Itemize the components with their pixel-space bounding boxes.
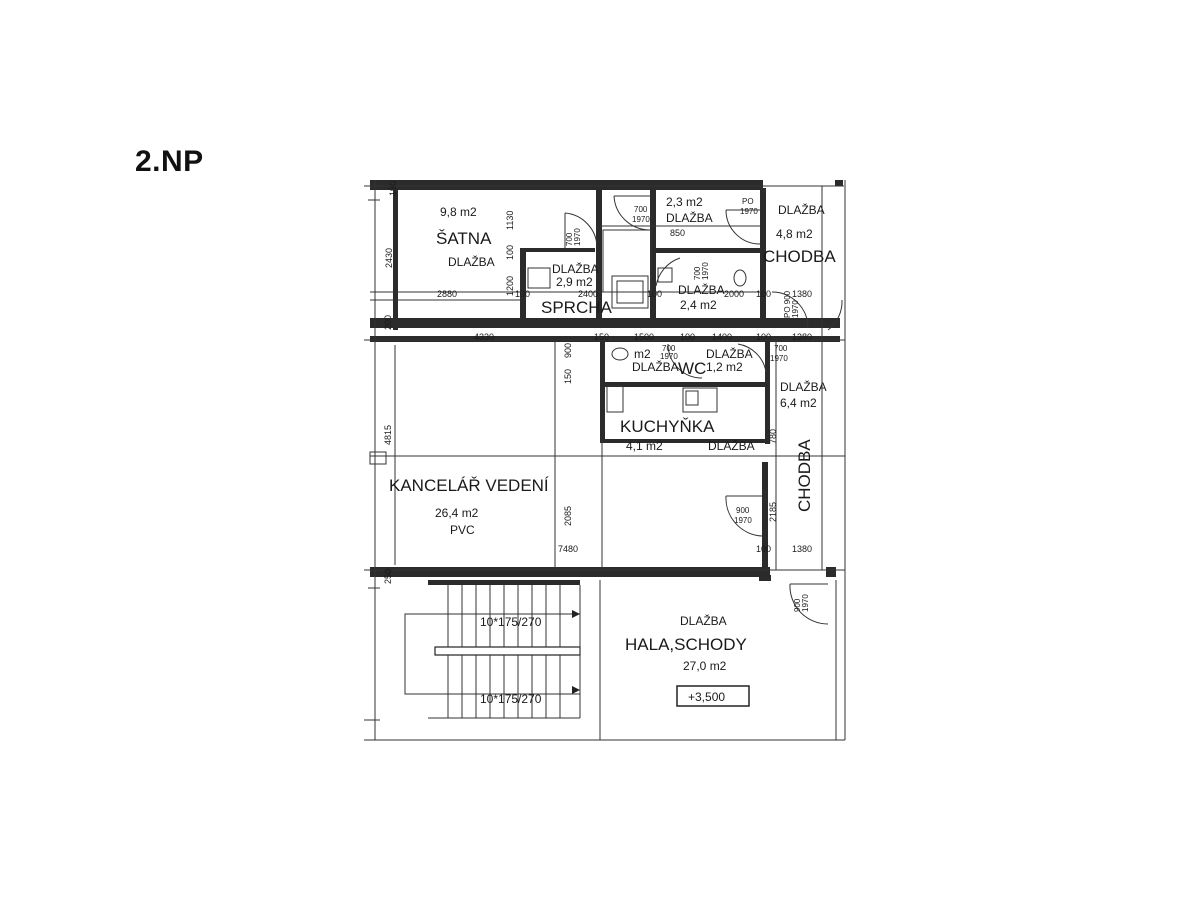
hala-floor: DLAŽBA [680,613,727,628]
stairs-lower-label: 10*175/270 [480,692,542,706]
door-8-h: 1970 [734,516,752,525]
dim-1380-c: 1380 [792,544,812,554]
door-2-h: 1970 [632,215,650,224]
dim-100-g: 100 [756,544,771,554]
dim-1400: 1400 [712,332,732,342]
chodba-top-area: 4,8 m2 [776,227,813,241]
door-6-w: 700 [662,344,676,353]
dim-2000: 2000 [724,289,744,299]
dim-2430: 2430 [384,248,394,268]
dim-7480: 7480 [558,544,578,554]
wc-floor-partial: DLAŽBA [632,359,679,374]
door-1-h: 1970 [573,228,582,246]
dim-100-c: 100 [647,289,662,299]
door-9-h: 1970 [801,594,810,612]
room-23-area: 2,3 m2 [666,195,703,209]
door-5-h: 1970 [791,300,800,318]
door-3-h: 1970 [740,207,758,216]
dim-2880: 2880 [437,289,457,299]
dim-150-b: 150 [563,369,573,384]
door-4-h: 1970 [701,262,710,280]
satna-floor: DLAŽBA [448,254,495,269]
dim-2185: 2185 [768,502,778,522]
door-2-w: 700 [634,205,648,214]
wc-name: WC [678,359,706,378]
door-7-h: 1970 [770,354,788,363]
satna-name: ŠATNA [436,229,492,248]
door-6-h: 1970 [660,352,678,361]
stairs-upper-label: 10*175/270 [480,615,542,629]
wc-floor: DLAŽBA [706,346,753,361]
dim-1500: 1500 [634,332,654,342]
dim-4330: 4330 [474,332,494,342]
satna-area: 9,8 m2 [440,205,477,219]
dim-250: 250 [383,569,393,584]
dim-1380-a: 1380 [792,289,812,299]
kancelar-floor: PVC [450,523,475,537]
door-9-w: 900 [793,598,802,612]
dim-100-a: 100 [505,245,515,260]
dim-200: 200 [383,315,393,330]
wc-area: 1,2 m2 [706,360,743,374]
kuchynka-area: 4,1 m2 [626,439,663,453]
dim-100-f: 100 [756,332,771,342]
chodba-right-name: CHODBA [795,439,814,512]
kuchynka-floor: DLAŽBA [708,438,755,453]
kancelar-name: KANCELÁŘ VEDENÍ [389,476,549,495]
dim-2085: 2085 [563,506,573,526]
dim-4815: 4815 [383,425,393,445]
door-5-w: PO 900 [783,290,792,318]
dim-100-b: 100 [515,289,530,299]
chodba-right-floor: DLAŽBA [780,379,827,394]
dim-2400: 2400 [578,289,598,299]
kuchynka-name: KUCHYŇKA [620,417,715,436]
door-7-w: 700 [774,344,788,353]
room-24-floor: DLAŽBA [678,282,725,297]
dim-850: 850 [670,228,685,238]
dim-100-e: 100 [680,332,695,342]
dim-900: 900 [563,343,573,358]
dim-780: 780 [768,429,778,444]
room-23-floor: DLAŽBA [666,210,713,225]
sprcha-area: 2,9 m2 [556,275,593,289]
chodba-right-area: 6,4 m2 [780,396,817,410]
dim-1200: 1200 [505,276,515,296]
sprcha-name: SPRCHA [541,298,613,317]
walls [370,180,843,585]
fixtures [369,267,747,465]
dim-1130: 1130 [505,211,515,230]
door-1-w: 700 [565,232,574,246]
chodba-top-floor: DLAŽBA [778,202,825,217]
floor-label: 2.NP [135,145,204,178]
hala-name: HALA,SCHODY [625,635,747,654]
staircase [404,580,601,740]
door-swings [564,189,843,625]
hala-level: +3,500 [688,690,725,704]
dim-190: 190 [388,181,398,196]
chodba-top-name: CHODBA [763,247,836,266]
thin-lines [364,180,846,741]
dim-1380-b: 1380 [792,332,812,342]
kancelar-area: 26,4 m2 [435,506,479,520]
door-8-w: 900 [736,506,750,515]
wc-area-partial: m2 [634,347,651,361]
dim-150-a: 150 [594,332,609,342]
door-4-w: 700 [693,266,702,280]
room-24-area: 2,4 m2 [680,298,717,312]
hala-area: 27,0 m2 [683,659,727,673]
level-marker-box [676,685,750,707]
dim-100-d: 100 [756,289,771,299]
door-3-w: PO [742,197,754,206]
sprcha-floor: DLAŽBA [552,261,599,276]
